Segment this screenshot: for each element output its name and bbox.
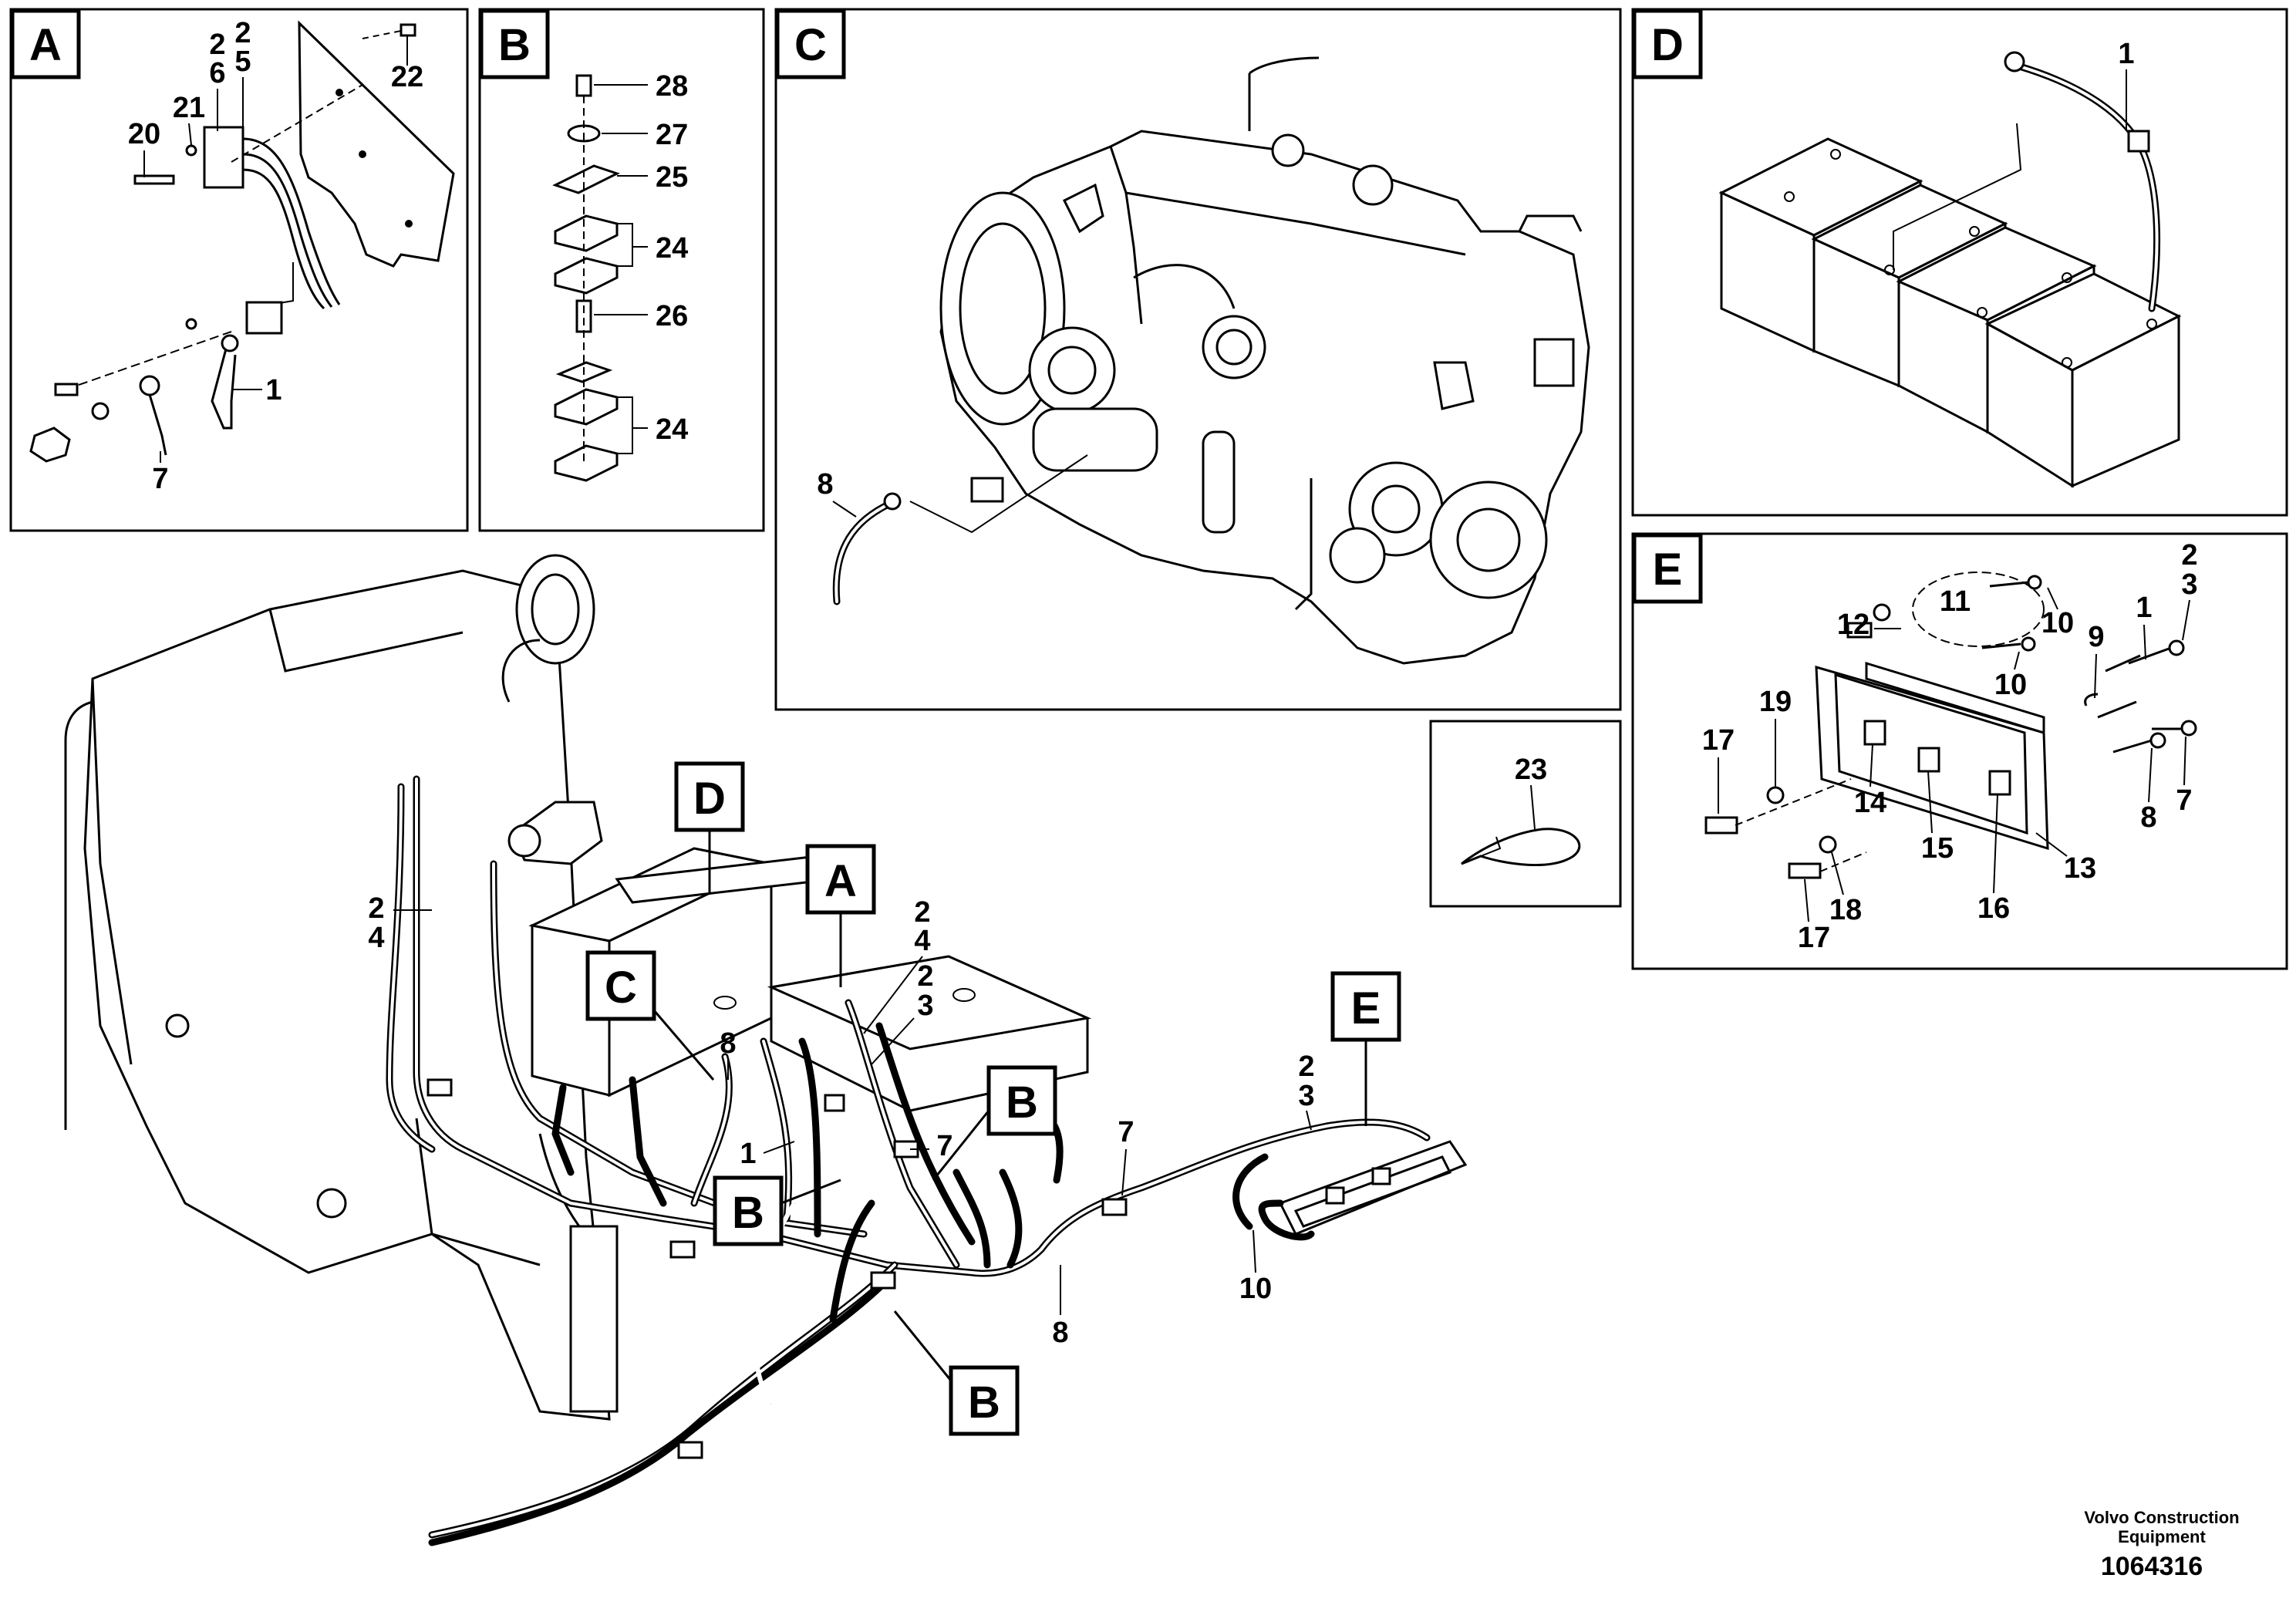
callout-5: 5 — [234, 46, 251, 78]
panel-cable-tie: 23 — [1429, 720, 1622, 908]
callout-2b: 2 — [209, 29, 225, 61]
svg-text:A: A — [824, 856, 857, 906]
main-callout-10: 10 — [1239, 1273, 1272, 1305]
panel-b-frame — [478, 8, 765, 532]
svg-text:B: B — [968, 1378, 1000, 1428]
ref-tag-a: A — [805, 844, 876, 987]
callout-17: 17 — [1702, 724, 1735, 757]
callout-13: 13 — [2064, 852, 2096, 885]
panel-a-letter: A — [29, 20, 62, 70]
callout-3: 3 — [2181, 568, 2197, 601]
callout-26: 26 — [656, 300, 688, 332]
main-callout-2b: 2 — [914, 896, 930, 929]
callout-22: 22 — [391, 61, 423, 93]
callout-14: 14 — [1854, 787, 1886, 819]
panel-b: B 28 27 25 24 26 24 — [478, 8, 765, 532]
callout-16: 16 — [1977, 892, 2010, 925]
main-callout-3: 3 — [917, 990, 933, 1022]
panel-e: E 11 10 12 10 9 — [1631, 532, 2288, 970]
callout-2: 2 — [234, 17, 251, 49]
callout-21: 21 — [173, 92, 205, 124]
cable-clamp-block — [203, 126, 244, 189]
main-callout-1: 1 — [740, 1138, 756, 1170]
batteries — [1718, 137, 2182, 488]
callout-28: 28 — [656, 70, 688, 103]
panel-d-letter: D — [1651, 20, 1684, 70]
callout-15: 15 — [1921, 832, 1954, 865]
company-name: Volvo Construction — [2084, 1508, 2239, 1527]
callout-10: 10 — [2041, 607, 2074, 639]
callout-7: 7 — [152, 463, 168, 495]
panel-a-frame — [9, 8, 469, 532]
callout-27: 27 — [656, 119, 688, 151]
callout-18: 18 — [1829, 894, 1862, 926]
company-name-line2: Equipment — [2118, 1527, 2206, 1546]
panel-d-tag — [1632, 8, 1703, 79]
callout-24: 24 — [656, 232, 688, 265]
callout-7: 7 — [2176, 784, 2192, 817]
callout-24b: 24 — [656, 413, 688, 446]
panel-d: D 1 — [1631, 8, 2288, 517]
callout-10b: 10 — [1994, 669, 2027, 701]
main-callout-4: 4 — [368, 922, 384, 954]
panel-e-tag — [1632, 533, 1703, 604]
panel-e-frame — [1631, 532, 2288, 970]
engine-illustration — [939, 56, 1590, 665]
main-callout-3b: 3 — [1298, 1080, 1314, 1112]
main-callout-2d: 2 — [1298, 1050, 1314, 1083]
callout-9: 9 — [2088, 621, 2104, 653]
ref-tag-e: E — [1330, 971, 1401, 1126]
callout-12: 12 — [1837, 609, 1870, 641]
ref-tag-b1: B — [932, 1065, 1057, 1181]
callout-23: 23 — [1515, 754, 1547, 786]
callout-6: 6 — [209, 57, 225, 89]
panel-b-tag — [479, 8, 550, 79]
callout-8: 8 — [2140, 801, 2156, 834]
drawing-number: 1064316 — [2101, 1552, 2203, 1581]
main-callout-8b: 8 — [1052, 1317, 1068, 1349]
callout-17b: 17 — [1798, 922, 1830, 954]
callout-1: 1 — [2136, 592, 2152, 624]
panel-a: A 22 2 5 2 6 21 2 — [9, 8, 469, 532]
main-callout-7b: 7 — [1118, 1116, 1134, 1148]
svg-text:B: B — [732, 1188, 764, 1238]
svg-text:E: E — [1351, 983, 1381, 1034]
callout-1: 1 — [265, 374, 282, 406]
panel-a-tag — [10, 8, 81, 79]
svg-text:C: C — [605, 963, 637, 1013]
main-assembly: D A C B B B E — [64, 554, 1468, 1546]
main-callout-8: 8 — [720, 1027, 736, 1060]
svg-text:D: D — [693, 774, 726, 824]
callout-1: 1 — [2118, 38, 2134, 70]
callout-25: 25 — [656, 161, 688, 194]
main-callout-4b: 4 — [914, 925, 930, 957]
callout-11: 11 — [1940, 585, 1971, 618]
panel-c: C — [774, 8, 1622, 711]
panel-c-tag — [775, 8, 846, 79]
panel-d-frame — [1631, 8, 2288, 517]
mounting-plate — [298, 20, 455, 268]
callout-8: 8 — [817, 468, 833, 501]
callout-20: 20 — [128, 118, 160, 150]
main-callout-7: 7 — [936, 1130, 952, 1162]
panel-cable-tie-frame — [1429, 720, 1622, 908]
panel-e-letter: E — [1653, 545, 1683, 595]
engine-block — [83, 569, 611, 1421]
callout-19: 19 — [1759, 686, 1792, 718]
panel-b-letter: B — [498, 20, 531, 70]
callout-2: 2 — [2181, 539, 2197, 572]
footer: Volvo Construction Equipment 1064316 — [2084, 1508, 2239, 1581]
main-callout-2c: 2 — [917, 960, 933, 993]
svg-text:B: B — [1006, 1077, 1038, 1128]
panel-c-letter: C — [794, 20, 827, 70]
ref-tag-c: C — [585, 950, 715, 1081]
ref-tag-b2: B — [713, 1175, 841, 1246]
ref-tag-b3: B — [893, 1310, 1020, 1436]
main-callout-2: 2 — [368, 892, 384, 925]
panel-c-frame — [774, 8, 1622, 711]
ref-tag-d: D — [674, 761, 745, 895]
